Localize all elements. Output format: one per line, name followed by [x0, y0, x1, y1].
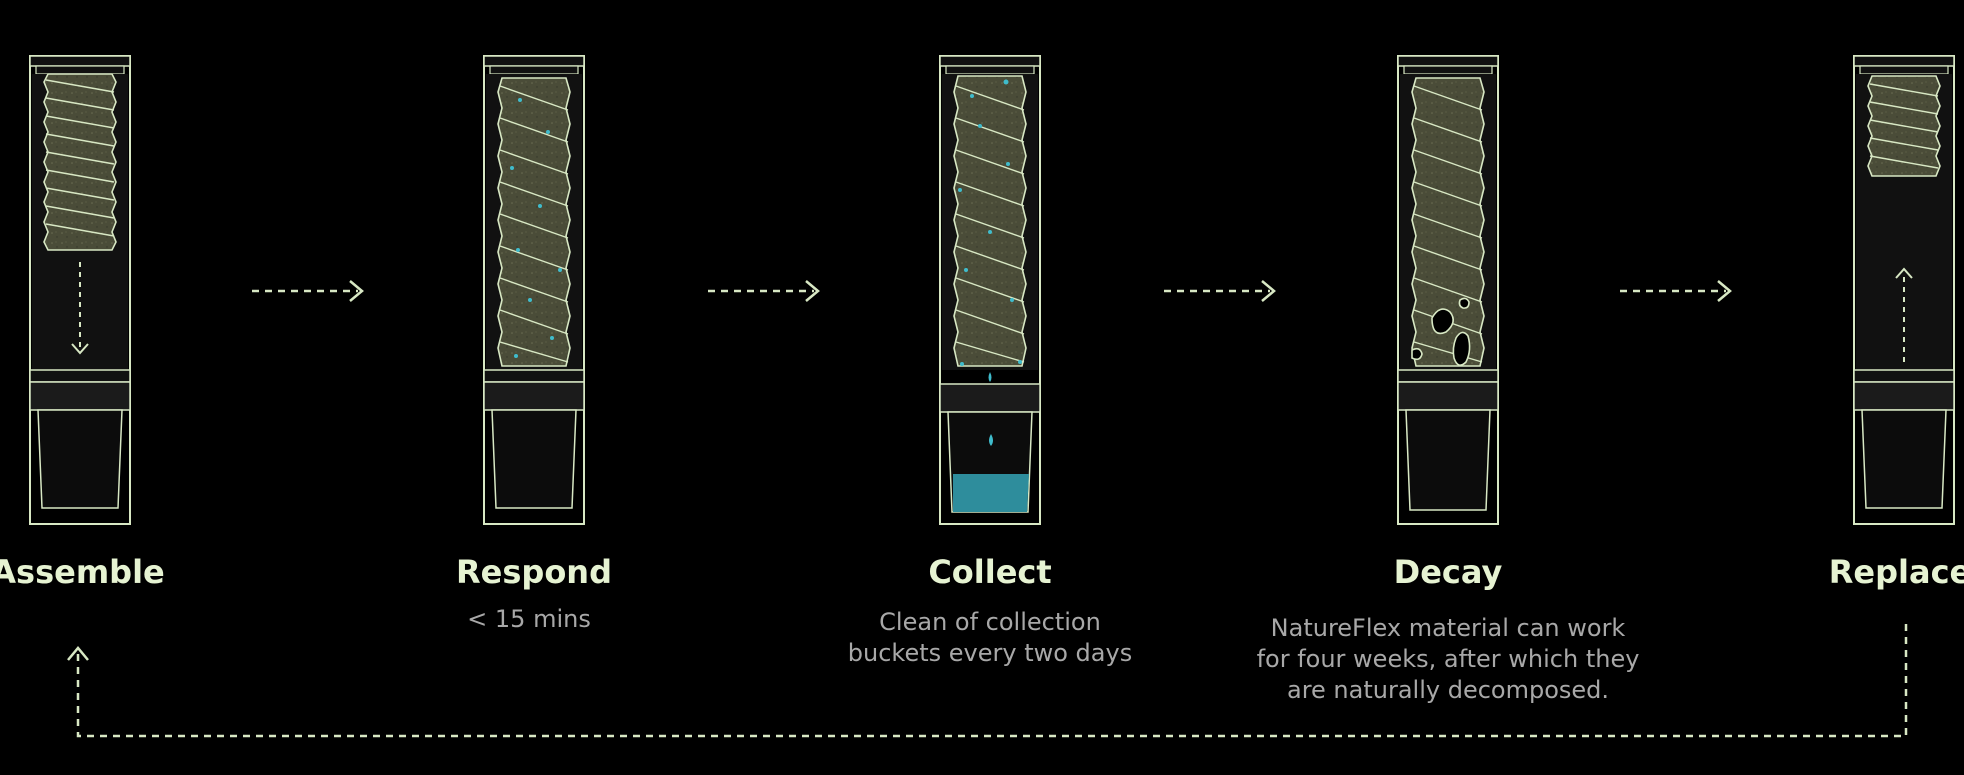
filter-roll [1411, 77, 1485, 367]
filter-roll [43, 73, 117, 251]
up-arrow-icon [1895, 267, 1913, 362]
water-drop-icon [989, 434, 993, 446]
device-decay [1397, 55, 1499, 525]
stage-label-decay: Decay [1393, 553, 1503, 591]
right-arrow-icon [1620, 280, 1732, 302]
water-drop-icon [988, 372, 992, 382]
collected-water [953, 474, 1029, 512]
stage-caption-collect: Clean of collection buckets every two da… [847, 608, 1133, 667]
stage-caption-decay: NatureFlex material can work for four we… [1256, 614, 1640, 704]
device-replace [1853, 55, 1955, 525]
filter-roll [1867, 75, 1941, 177]
filter-roll [953, 75, 1027, 367]
stage-label-assemble: Assemble [0, 553, 165, 591]
stage-label-replace: Replace [1828, 553, 1964, 591]
device-collect [939, 55, 1041, 525]
right-arrow-icon [1164, 280, 1276, 302]
right-arrow-icon [252, 280, 364, 302]
decomposition-holes [1411, 297, 1471, 366]
down-arrow-icon [71, 262, 89, 355]
filter-roll [497, 77, 571, 367]
device-assemble [29, 55, 131, 525]
device-respond [483, 55, 585, 525]
stage-caption-respond: < 15 mins [467, 605, 591, 633]
right-arrow-icon [708, 280, 820, 302]
stage-label-collect: Collect [928, 553, 1052, 591]
stage-label-respond: Respond [456, 553, 612, 591]
return-loop-arrow-icon [67, 624, 1908, 738]
